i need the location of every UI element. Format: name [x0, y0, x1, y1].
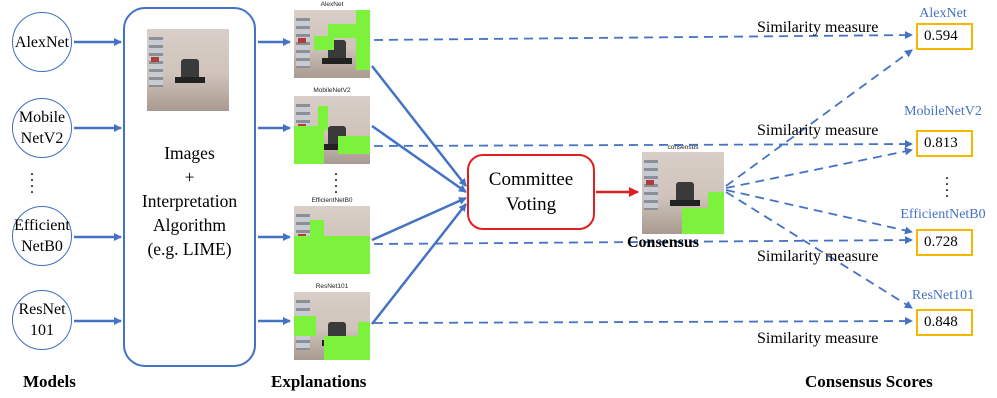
committee-label: Committee Voting [488, 169, 574, 215]
score-box-efficientnetb0: 0.728 [916, 229, 973, 256]
score-value: 0.728 [924, 234, 958, 250]
score-box-alexnet: 0.594 [916, 23, 973, 50]
arrow-exp-mobilenet-committee [371, 124, 467, 194]
consensus-image [642, 152, 724, 234]
explanation-title: EfficientNetB0 [311, 197, 353, 204]
dashed-consensus-alexnet [725, 49, 913, 187]
score-box-resnet101: 0.848 [916, 309, 973, 336]
model-label: Efficient NetB0 [14, 217, 70, 255]
explanation-efficientnetb0 [294, 206, 370, 274]
explanation-title: AlexNet [320, 1, 344, 8]
model-resnet101: ResNet 101 [12, 290, 72, 350]
arrow-exp-alexnet-committee [371, 65, 467, 187]
model-mobilenetv2: Mobile NetV2 [12, 98, 72, 158]
models-ellipsis: .... [30, 162, 34, 197]
similarity-label-resnet101: Similarity measure [757, 330, 879, 347]
score-title-resnet101: ResNet101 [911, 288, 975, 303]
consensus-scores-section-label: Consensus Scores [805, 372, 933, 391]
explanation-resnet101 [294, 292, 370, 360]
dashed-consensus-efficientnet [725, 189, 913, 235]
similarity-label-alexnet: Similarity measure [757, 19, 879, 36]
model-label: ResNet 101 [18, 301, 66, 339]
explanation-title: ResNet101 [315, 283, 349, 290]
score-title-alexnet: AlexNet [919, 6, 967, 21]
model-label: Mobile NetV2 [18, 109, 66, 147]
committee-voting-box: Committee Voting [467, 154, 595, 230]
input-image [147, 29, 229, 111]
explanation-alexnet [294, 10, 370, 78]
similarity-label-efficientnetb0: Similarity measure [757, 248, 879, 265]
consensus-label: Consensus [627, 234, 700, 251]
arrow-exp-efficientnet-committee [371, 196, 467, 242]
score-value: 0.594 [924, 28, 958, 44]
explanations-section-label: Explanations [271, 372, 367, 391]
interpretation-box: Images + Interpretation Algorithm (e.g. … [123, 7, 256, 367]
dashed-consensus-mobilenet [725, 147, 913, 189]
score-value: 0.813 [924, 135, 958, 151]
model-efficientnetb0: Efficient NetB0 [12, 206, 72, 266]
score-title-efficientnetb0: EfficientNetB0 [900, 207, 986, 222]
model-alexnet: AlexNet [12, 12, 72, 72]
score-value: 0.848 [924, 314, 958, 330]
dashed-resnet-score [373, 317, 913, 326]
score-title-mobilenetv2: MobileNetV2 [904, 104, 982, 119]
models-section-label: Models [23, 372, 76, 391]
score-box-mobilenetv2: 0.813 [916, 130, 973, 157]
explanation-mobilenetv2 [294, 96, 370, 164]
explanation-title: MobileNetV2 [313, 87, 351, 94]
scores-ellipsis: .... [945, 166, 949, 201]
dashed-consensus-resnet [725, 191, 913, 309]
model-label: AlexNet [14, 33, 70, 51]
arrow-exp-resnet-committee [371, 203, 467, 325]
interpretation-label: Images + Interpretation Algorithm (e.g. … [141, 143, 238, 259]
explanations-ellipsis: .... [334, 162, 338, 197]
consensus-image-title: consensus [667, 144, 699, 151]
similarity-label-mobilenetv2: Similarity measure [757, 122, 879, 139]
